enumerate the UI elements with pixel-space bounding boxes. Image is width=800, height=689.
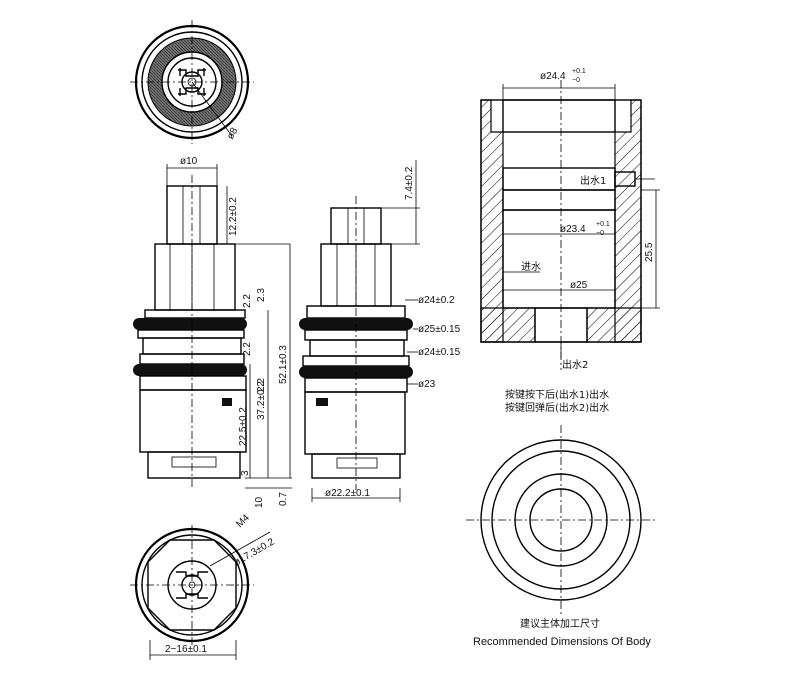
middle-side-view: 7.4±0.2 ø24±0.2 ø25±0.15 ø24±0.15 ø23 ø2… <box>299 160 461 502</box>
label-inlet: 进水 <box>521 261 541 273</box>
dim-body-d234: ø23.4 <box>560 224 586 235</box>
top-view: ø8 <box>130 20 254 144</box>
note-line1: 按键按下后(出水1)出水 <box>505 388 609 401</box>
dim-body-tol-dn: −0 <box>572 77 580 84</box>
dim-top-dia: ø8 <box>225 126 241 142</box>
dim-body-tol2-dn: −0 <box>596 230 604 237</box>
dim-body-tol2-up: +0.1 <box>596 221 610 228</box>
dim-v-2-2a: 2.2 <box>242 294 253 308</box>
note-line2: 按键回弹后(出水2)出水 <box>505 401 609 414</box>
dim-mid-d25: ø25±0.15 <box>418 324 461 335</box>
dim-v-3: 3 <box>240 470 251 476</box>
dim-v-22: 22.5±0.2 <box>238 407 249 446</box>
dim-body-255: 25.5 <box>644 242 655 262</box>
dim-mid-d24b: ø24±0.15 <box>418 347 461 358</box>
dim-v-52: 52.1±0.3 <box>278 345 289 384</box>
dim-v-2-3: 2.3 <box>256 288 267 302</box>
dim-body-d25: ø25 <box>570 280 588 291</box>
dim-v-2-2b: 2.2 <box>242 342 253 356</box>
dim-mid-d22: ø22.2±0.1 <box>325 488 370 499</box>
dim-mid-d24a: ø24±0.2 <box>418 295 455 306</box>
caption-cn: 建议主体加工尺寸 <box>520 617 600 630</box>
body-end-view <box>466 425 656 614</box>
dim-m4: M4 <box>234 512 252 530</box>
dim-v-07: 0.7 <box>278 492 289 506</box>
dim-v-2-2c: 2.2 <box>256 378 267 392</box>
dim-stem-h: 12.2±0.2 <box>228 197 239 236</box>
body-section: ø24.4 +0.1 −0 出水1 ø23.4 +0.1 −0 25.5 进水 … <box>480 68 660 371</box>
dim-body-tol-up: +0.1 <box>572 68 586 75</box>
dim-v-37: 37.2±0.2 <box>256 381 267 420</box>
label-out1: 出水1 <box>580 174 606 187</box>
dim-stem-dia: ø10 <box>180 156 198 167</box>
label-out2: 出水2 <box>562 358 588 371</box>
dim-v-10: 10 <box>254 496 265 508</box>
dim-body-d24: ø24.4 <box>540 71 566 82</box>
left-side-view: ø10 12.2±0.2 52.1±0.3 37.2±0.2 22.5±0.2 … <box>133 156 292 530</box>
dim-mid-top: 7.4±0.2 <box>404 166 415 200</box>
bottom-view: ø17.3±0.2 2−16±0.1 <box>130 525 277 660</box>
caption-en: Recommended Dimensions Of Body <box>473 636 651 648</box>
dim-mid-d23: ø23 <box>418 379 436 390</box>
dim-bot-width: 2−16±0.1 <box>165 644 207 655</box>
